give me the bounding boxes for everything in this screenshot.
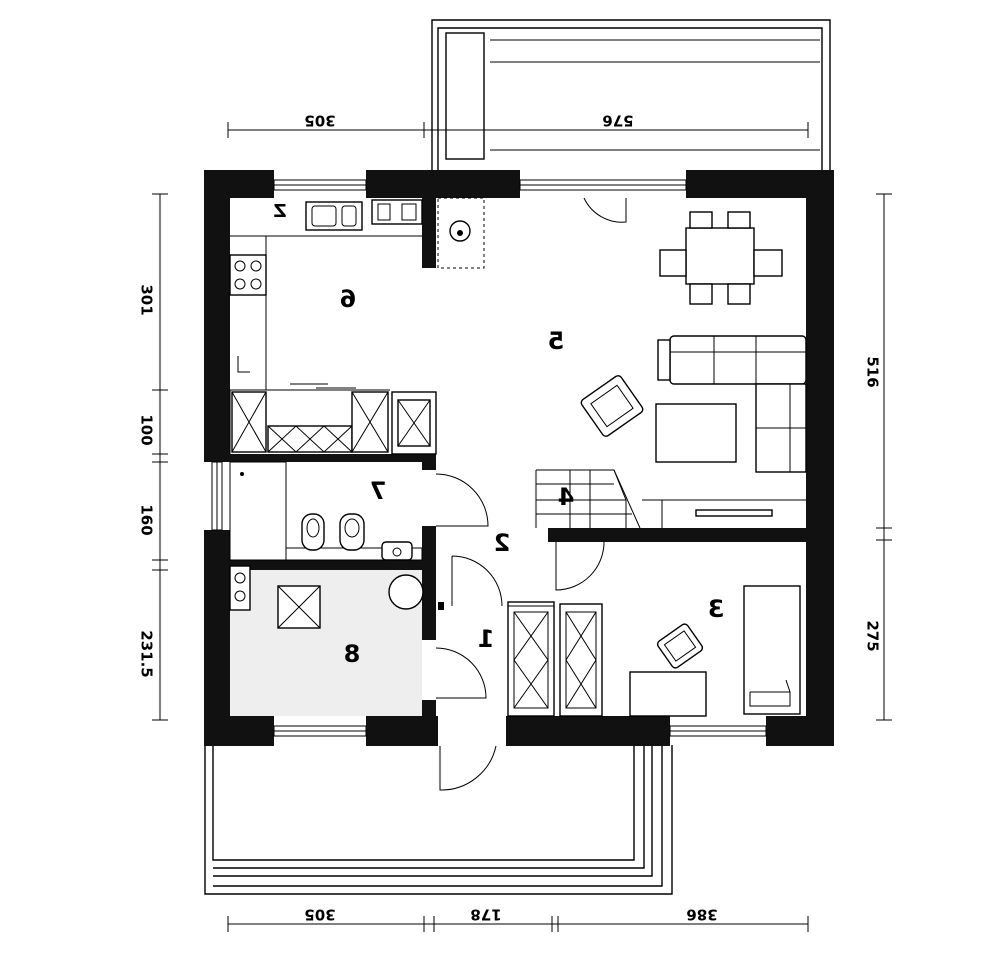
room-label-8: 8 xyxy=(344,640,361,668)
doors xyxy=(435,197,627,791)
dim-left-3: 160 xyxy=(138,504,156,535)
hall-wardrobes xyxy=(507,601,603,717)
room-label-4: 4 xyxy=(558,483,575,511)
dim-top-2: 576 xyxy=(602,112,633,130)
bottom-terrace xyxy=(204,745,673,895)
room-label-5: 5 xyxy=(548,327,565,355)
living-room xyxy=(580,211,807,528)
dimension-lines xyxy=(152,122,892,932)
dim-bottom-1: 305 xyxy=(304,906,335,924)
room-label-1: 1 xyxy=(478,625,495,653)
interior-walls xyxy=(230,198,806,716)
room-label-3: 3 xyxy=(708,595,725,623)
top-balcony xyxy=(431,19,831,170)
dim-right-1: 516 xyxy=(864,356,882,387)
dim-left-1: 301 xyxy=(138,284,156,315)
dim-left-2: 100 xyxy=(138,414,156,445)
kitchen xyxy=(229,197,485,455)
exterior-walls xyxy=(204,170,834,746)
dim-right-2: 275 xyxy=(864,620,882,651)
dim-bottom-2: 178 xyxy=(470,906,501,924)
room-label-6: 6 xyxy=(340,285,357,313)
dimension-labels: 305 576 305 178 386 301 100 160 231.5 51… xyxy=(138,112,882,924)
bedroom xyxy=(629,585,801,717)
dim-bottom-3: 386 xyxy=(686,906,717,924)
room-label-2: 2 xyxy=(494,529,511,557)
dim-left-4: 231.5 xyxy=(138,630,156,677)
room-label-7: 7 xyxy=(370,477,387,505)
utility-room xyxy=(229,565,444,716)
staircase xyxy=(535,469,641,529)
windows xyxy=(211,179,767,737)
dim-top-1: 305 xyxy=(304,112,335,130)
room-labels: 1 2 3 4 5 6 7 8 Z xyxy=(273,201,724,668)
bathroom xyxy=(229,461,423,561)
room-label-z: Z xyxy=(273,201,286,222)
